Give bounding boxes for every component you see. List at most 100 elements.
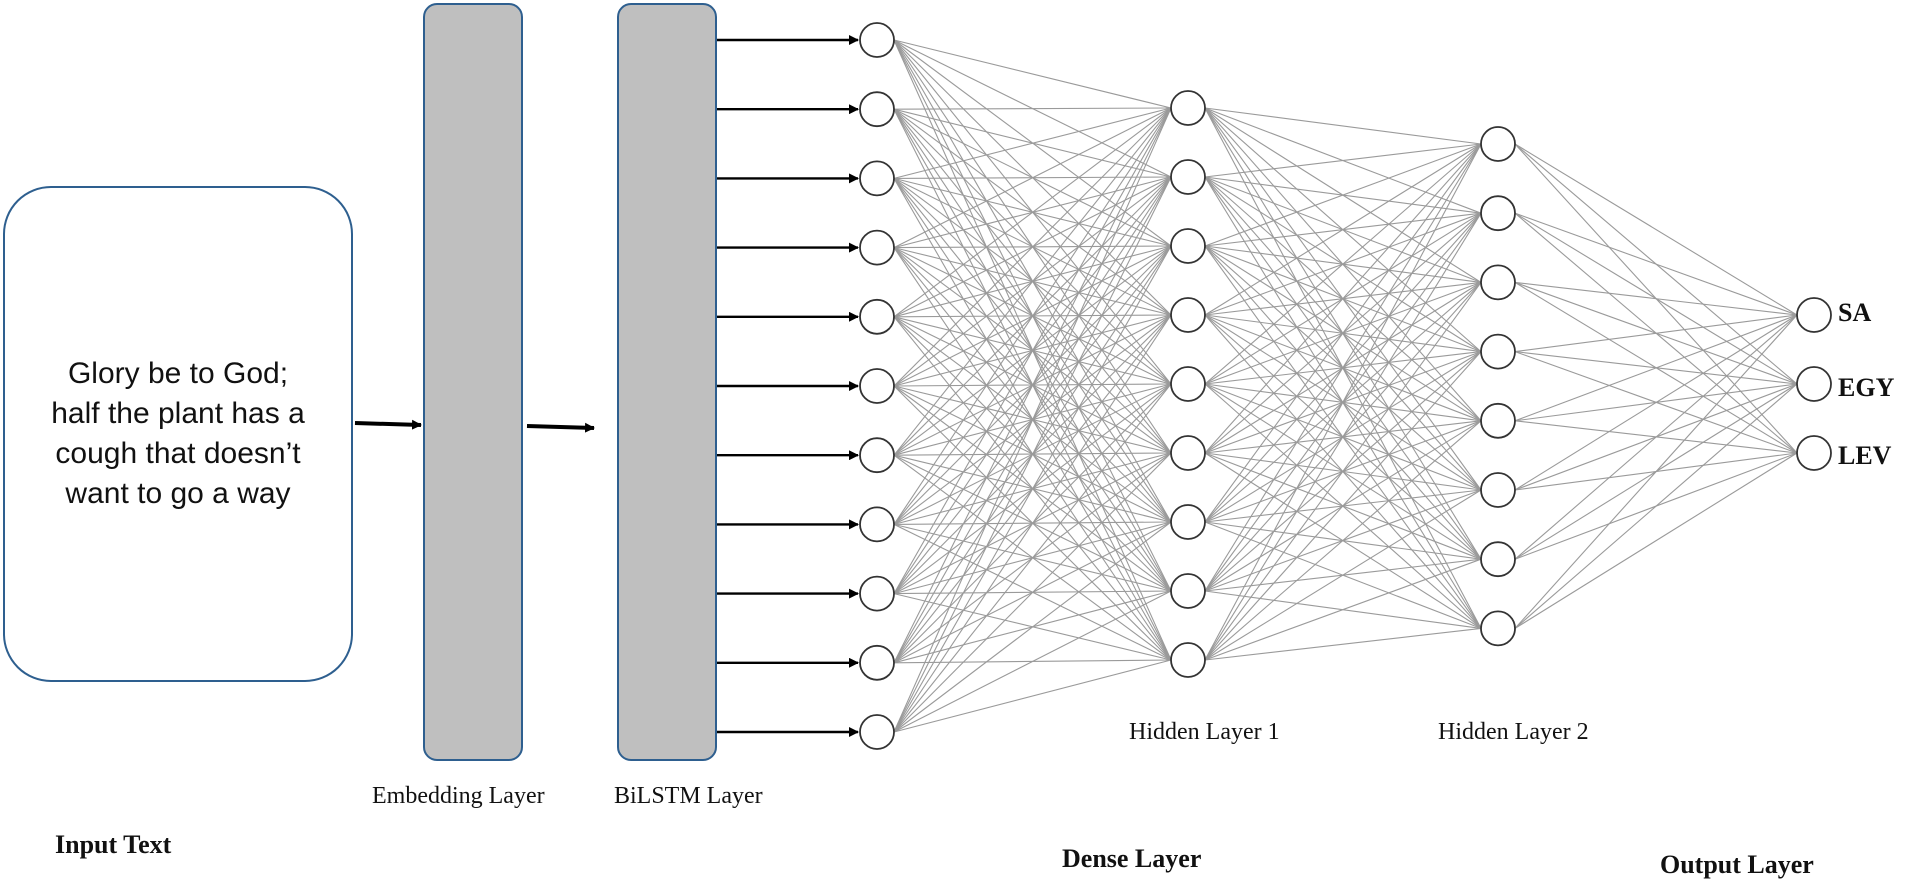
connection-line — [1514, 143, 1798, 316]
connection-line — [893, 383, 1172, 733]
hidden-layer-2-node — [1480, 610, 1516, 647]
hidden-layer-1-node — [1170, 297, 1206, 333]
bilstm-output-node — [859, 298, 895, 335]
connection-line — [893, 107, 1172, 249]
connection-line — [1204, 489, 1482, 661]
hidden-layer-1-label: Hidden Layer 1 — [1129, 719, 1280, 745]
connection-line — [1514, 452, 1798, 629]
connection-line — [1204, 107, 1482, 145]
hidden-layer-2-node — [1480, 264, 1516, 301]
connection-line — [893, 452, 1172, 733]
connection-line — [893, 590, 1172, 733]
output-label-sa: SA — [1838, 298, 1872, 327]
bilstm-output-node — [859, 644, 895, 681]
input-to-embedding-arrow — [354, 419, 422, 430]
connection-line — [893, 521, 1172, 733]
nodes-group — [859, 22, 1832, 750]
input-line: cough that doesn’t — [55, 437, 301, 470]
bilstm-output-node — [859, 575, 895, 612]
connection-line — [1514, 212, 1798, 316]
output-layer-label: Output Layer — [1660, 850, 1814, 879]
connection-line — [1514, 314, 1798, 560]
connection-line — [1204, 282, 1482, 661]
connection-line — [893, 39, 1172, 109]
connection-line — [1514, 281, 1798, 316]
connection-line — [1204, 143, 1482, 247]
bilstm-output-node — [859, 714, 895, 750]
output-label-egy: EGY — [1838, 373, 1895, 402]
hidden-layer-1-node — [1170, 90, 1206, 126]
output-label-lev: LEV — [1838, 441, 1892, 470]
input-line: want to go a way — [65, 477, 291, 510]
connection-line — [1204, 351, 1482, 661]
connection-line — [1204, 143, 1482, 661]
connection-line — [1204, 143, 1482, 316]
connection-line — [1204, 143, 1482, 454]
connection-line — [893, 107, 1172, 733]
bilstm-output-node — [859, 229, 895, 266]
connection-line — [1514, 314, 1798, 629]
connection-line — [1204, 143, 1482, 385]
hidden-layer-2-node — [1480, 472, 1516, 508]
arrows-group — [354, 35, 859, 737]
connection-line — [893, 659, 1172, 733]
connection-line — [893, 107, 1172, 594]
connection-line — [1204, 143, 1482, 178]
hidden-layer-1-node — [1170, 573, 1206, 609]
hidden-layer-2-node — [1480, 541, 1516, 578]
connection-line — [1204, 143, 1482, 523]
connection-line — [893, 107, 1172, 387]
embedding-to-bilstm-arrow — [526, 422, 595, 433]
connection-line — [893, 107, 1172, 456]
hidden-layer-2-label: Hidden Layer 2 — [1438, 719, 1589, 745]
hidden-layer-2-node — [1480, 195, 1516, 232]
input-sentence: Glory be to God; half the plant has a co… — [28, 354, 328, 514]
input-line: half the plant has a — [51, 397, 305, 430]
bilstm-output-node — [859, 22, 895, 58]
output-node — [1796, 297, 1832, 333]
connection-line — [893, 314, 1172, 733]
output-node — [1796, 366, 1832, 402]
connection-line — [893, 107, 1172, 318]
bilstm-layer-bar — [617, 3, 717, 761]
bilstm-output-node — [859, 368, 895, 404]
connection-line — [893, 107, 1172, 525]
hidden-layer-1-node — [1170, 435, 1206, 471]
bilstm-output-node — [859, 91, 895, 128]
connection-line — [1204, 558, 1482, 661]
hidden-layer-2-node — [1480, 333, 1516, 370]
connection-line — [893, 176, 1172, 733]
bilstm-output-node — [859, 506, 895, 543]
bilstm-output-node — [859, 437, 895, 474]
connection-line — [893, 107, 1172, 179]
connection-line — [893, 107, 1172, 664]
hidden-layer-2-node — [1480, 126, 1516, 162]
connection-line — [1204, 143, 1482, 592]
hidden-layer-1-node — [1170, 159, 1206, 195]
input-text-box: Glory be to God; half the plant has a co… — [3, 186, 353, 682]
embedding-layer-bar — [423, 3, 523, 761]
bilstm-output-node — [859, 160, 895, 197]
embedding-layer-label: Embedding Layer — [372, 783, 545, 809]
hidden-layer-1-node — [1170, 366, 1206, 402]
connection-line — [893, 107, 1172, 110]
hidden-layer-1-node — [1170, 228, 1206, 264]
bilstm-layer-label: BiLSTM Layer — [614, 783, 763, 809]
connection-line — [1514, 314, 1798, 491]
dense-layer-label: Dense Layer — [1062, 844, 1202, 873]
connection-line — [893, 245, 1172, 733]
connections-group — [893, 39, 1798, 733]
connection-line — [1204, 627, 1482, 661]
hidden-layer-1-node — [1170, 504, 1206, 540]
output-node — [1796, 435, 1832, 471]
connection-line — [1204, 420, 1482, 661]
connection-line — [1514, 314, 1798, 422]
connection-line — [1514, 383, 1798, 629]
input-line: Glory be to God; — [67, 357, 289, 390]
connection-line — [1514, 314, 1798, 353]
hidden-layer-2-node — [1480, 402, 1516, 439]
input-text-label: Input Text — [55, 830, 172, 859]
connection-line — [1204, 212, 1482, 661]
hidden-layer-1-node — [1170, 642, 1206, 678]
